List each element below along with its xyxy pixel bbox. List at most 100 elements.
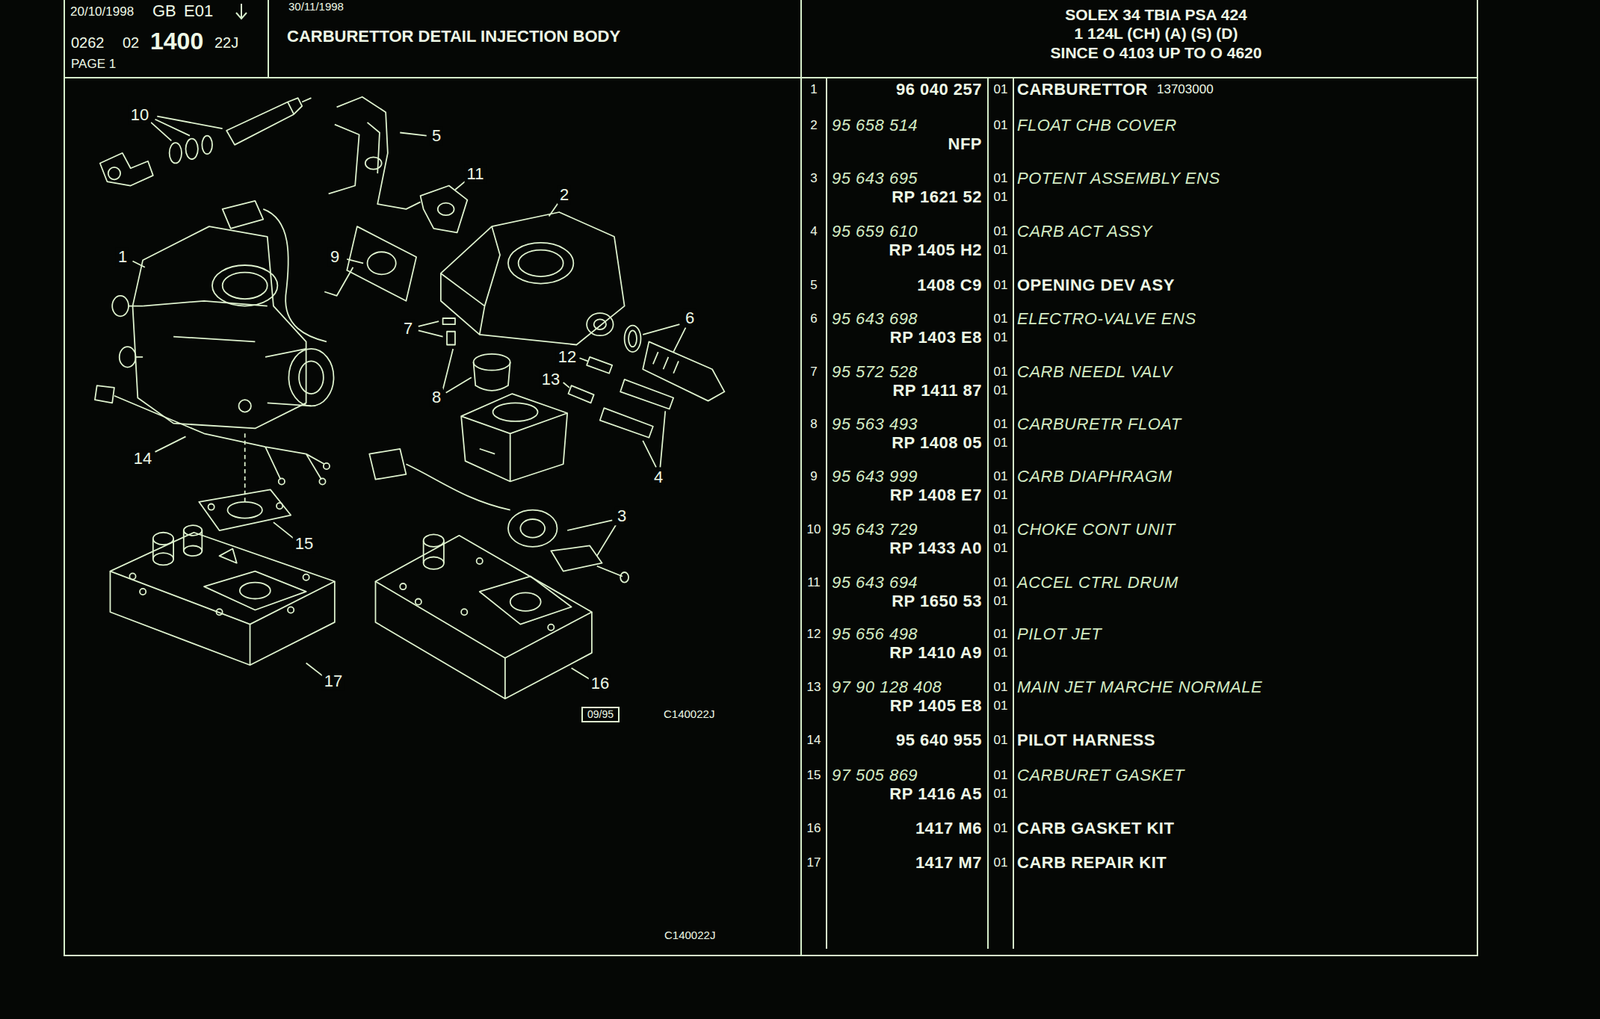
part-description: FLOAT CHB COVER xyxy=(1017,115,1178,135)
exploded-view-part xyxy=(415,598,422,605)
callout-number: 1 xyxy=(115,247,130,267)
exploded-view-part xyxy=(208,504,215,511)
exploded-view-part xyxy=(479,576,572,625)
exploded-view-part xyxy=(620,572,629,583)
plate-suffix: 22J xyxy=(214,34,239,52)
quantity: 01 xyxy=(987,821,1014,837)
exploded-view-part xyxy=(108,167,121,180)
exploded-view-part xyxy=(642,324,686,352)
page-frame-part xyxy=(64,76,1478,79)
serial-range: SINCE O 4103 UP TO O 4620 xyxy=(801,44,1512,63)
exploded-view-part xyxy=(518,250,564,278)
exploded-view-part xyxy=(298,360,324,394)
part-description: CARBURETR FLOAT xyxy=(1017,414,1182,434)
quantity: 01 xyxy=(987,698,1014,714)
exploded-view-part xyxy=(628,330,637,347)
part-description: CARB GASKET KIT xyxy=(1017,819,1175,838)
exploded-view-part xyxy=(128,306,143,358)
part-description: CARBURET GASKET xyxy=(1017,765,1185,785)
callout-number: 8 xyxy=(429,387,444,407)
subgroup-code: 02 xyxy=(122,34,140,52)
exploded-view-part xyxy=(476,558,483,565)
exploded-view-part xyxy=(129,573,136,580)
part-description: CARB REPAIR KIT xyxy=(1017,853,1167,873)
exploded-view-part xyxy=(276,502,283,509)
exploded-view-part xyxy=(153,532,174,545)
quantity: 01 xyxy=(987,171,1014,187)
row-number: 11 xyxy=(801,575,827,591)
exploded-view-part xyxy=(100,153,154,187)
row-number: 5 xyxy=(801,278,827,293)
exploded-view-part xyxy=(547,624,554,631)
exploded-view-part xyxy=(550,545,623,577)
exploded-view-part xyxy=(226,97,311,145)
callout-number: 5 xyxy=(429,126,444,145)
quantity: 01 xyxy=(987,786,1014,802)
exploded-view-part xyxy=(642,411,666,468)
quantity: 01 xyxy=(987,626,1014,642)
exploded-view-part xyxy=(183,525,203,536)
quantity: 01 xyxy=(987,278,1014,293)
part-number: 95 643 694 xyxy=(831,573,918,592)
exploded-view-part xyxy=(508,510,558,548)
exploded-view-part xyxy=(319,478,326,485)
part-number: 95 658 514 xyxy=(831,115,918,135)
part-number: 97 505 869 xyxy=(831,765,918,785)
exploded-view-part xyxy=(418,321,444,337)
exploded-view-part xyxy=(549,203,559,217)
part-number: 95 572 528 xyxy=(831,362,918,382)
quantity: 01 xyxy=(987,469,1014,485)
quantity: 01 xyxy=(987,575,1014,591)
carburettor-model: SOLEX 34 TBIA PSA 424 xyxy=(801,5,1512,24)
title-cell: 30/11/1998CARBURETTOR DETAIL INJECTION B… xyxy=(268,0,802,78)
exploded-view-part xyxy=(624,325,642,353)
exploded-view-part xyxy=(423,541,444,564)
callout-number: 17 xyxy=(322,671,345,691)
exploded-view-part xyxy=(423,534,444,547)
row-number: 12 xyxy=(801,626,827,642)
exploded-view-part xyxy=(303,574,310,581)
callout-number: 6 xyxy=(683,308,697,328)
callout-number: 11 xyxy=(464,164,487,184)
drawing-code: C140022J xyxy=(663,707,715,721)
exploded-view-part xyxy=(328,122,380,195)
exploded-view-part xyxy=(367,251,397,275)
exploded-view-part xyxy=(420,186,468,234)
exploded-view-part xyxy=(114,396,325,480)
exploded-view xyxy=(94,97,725,700)
quantity: 01 xyxy=(987,224,1014,240)
exploded-view-part xyxy=(204,549,307,611)
page-frame-part xyxy=(236,3,247,19)
quantity: 01 xyxy=(987,645,1014,661)
quantity: 01 xyxy=(987,364,1014,380)
exploded-view-part xyxy=(112,295,129,317)
exploded-view-part xyxy=(369,449,406,480)
exploded-view-part xyxy=(227,502,262,519)
quantity: 01 xyxy=(987,383,1014,399)
exploded-view-part xyxy=(567,520,617,557)
part-description: OPENING DEV ASY xyxy=(1017,275,1175,295)
exploded-view-part xyxy=(150,116,223,142)
replacement-reference: RP 1416 A5 xyxy=(826,784,982,804)
page-number: PAGE 1 xyxy=(70,56,116,72)
part-number: 95 656 498 xyxy=(831,624,918,644)
exploded-view-part xyxy=(94,385,115,403)
exploded-view-part xyxy=(153,553,174,565)
exploded-view-part xyxy=(139,588,146,595)
row-number: 13 xyxy=(801,680,827,696)
exploded-view-part xyxy=(155,436,187,452)
replacement-reference: RP 1650 53 xyxy=(826,591,982,611)
part-description: MAIN JET MARCHE NORMALE xyxy=(1017,677,1263,697)
exploded-view-part xyxy=(212,265,278,307)
page-frame-part xyxy=(826,77,1014,950)
callout-number: 16 xyxy=(588,674,612,693)
part-number: 95 643 695 xyxy=(831,168,918,188)
header-cell: 20/10/1998GBE01026202140022JPAGE 1 xyxy=(64,0,269,78)
part-number: 95 643 999 xyxy=(831,467,918,486)
exploded-view-part xyxy=(186,139,199,160)
quantity: 01 xyxy=(987,242,1014,258)
callout-number: 2 xyxy=(557,185,571,205)
exploded-view-part xyxy=(153,530,203,559)
exploded-view-part xyxy=(365,156,382,169)
exploded-view-part xyxy=(437,203,455,216)
